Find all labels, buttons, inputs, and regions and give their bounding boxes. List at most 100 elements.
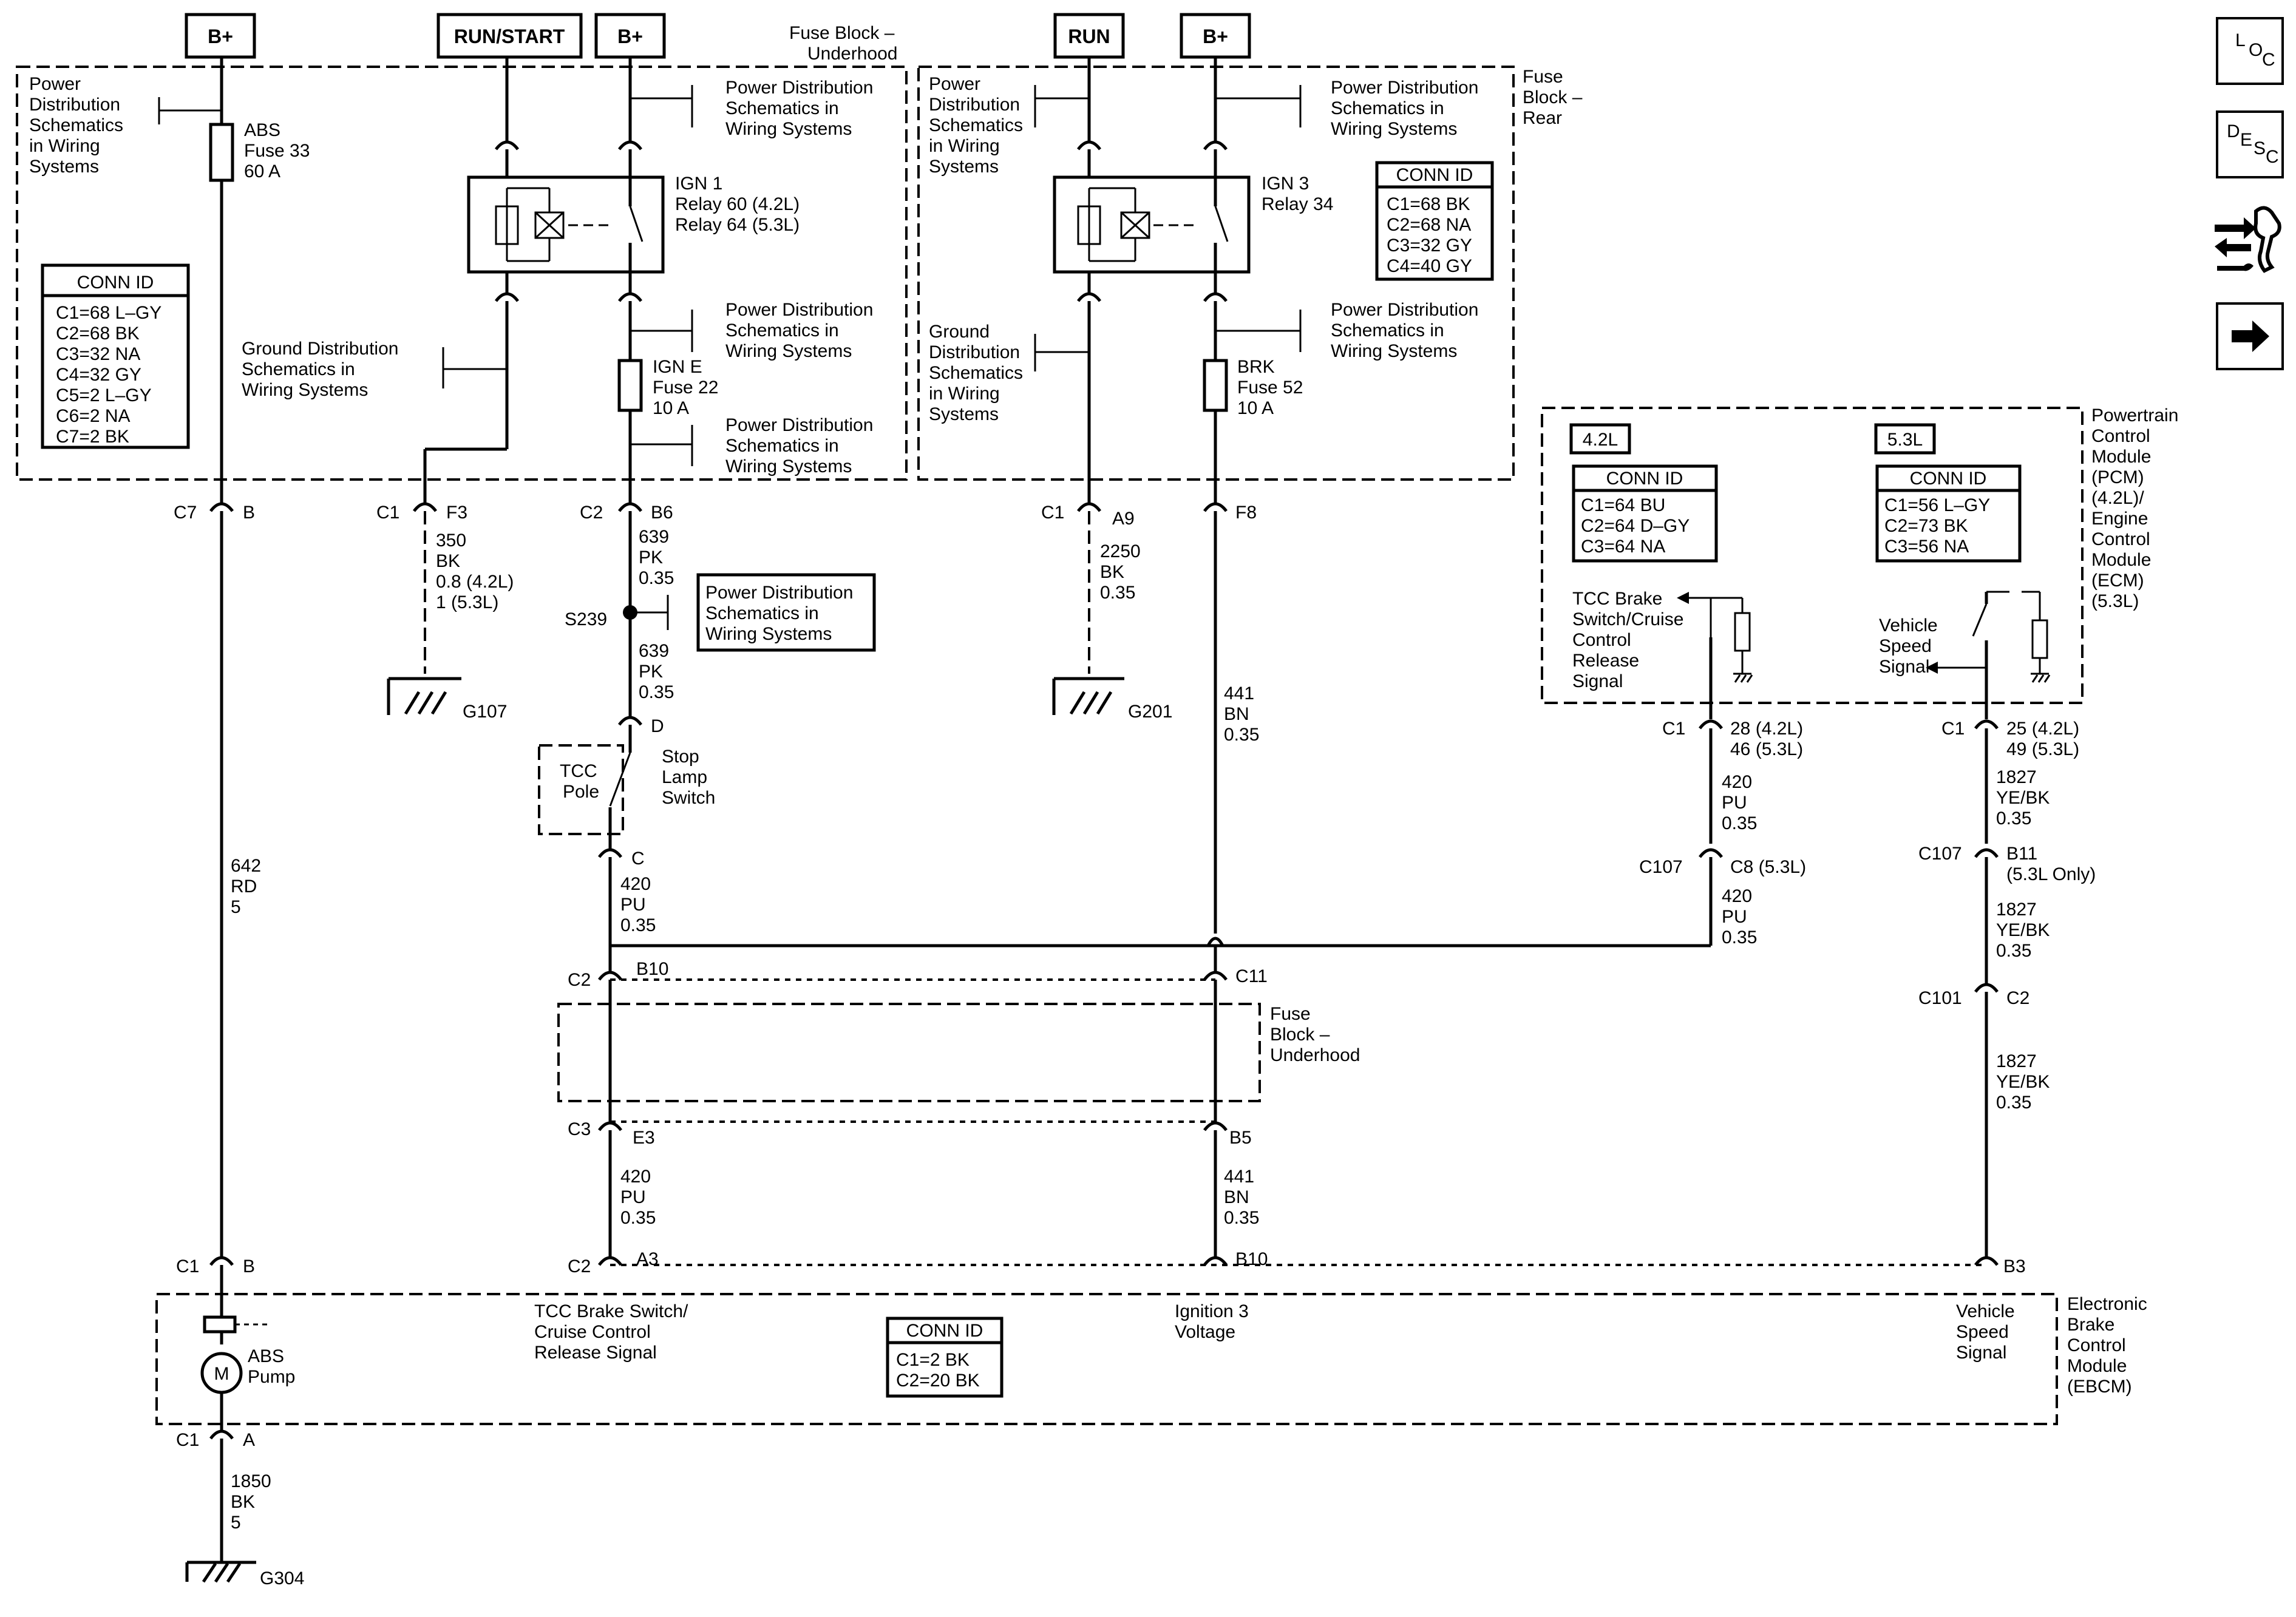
ebcm-vss-signal-label: Vehicle Speed Signal bbox=[1956, 1301, 2020, 1363]
wire-441-a: 441 BN 0.35 bbox=[1224, 683, 1259, 745]
desc-icon: D E S C bbox=[2227, 121, 2279, 167]
connector-b3: B3 bbox=[2003, 1256, 2026, 1276]
connector-c1-rear-pin: A9 bbox=[1112, 509, 1135, 529]
connector-c101-c2: C101 C2 bbox=[1918, 988, 2029, 1008]
description-view-button[interactable]: D E S C bbox=[2216, 110, 2284, 178]
loc-icon: L O C bbox=[2235, 30, 2275, 70]
ebcm-label: Electronic Brake Control Module (EBCM) bbox=[2067, 1294, 2152, 1397]
pcm-label: Powertrain Control Module (PCM) (4.2L)/ … bbox=[2091, 405, 2184, 611]
svg-text:S: S bbox=[2254, 138, 2266, 158]
ebcm-outline bbox=[155, 1293, 2058, 1425]
connector-c2: C2 bbox=[580, 503, 603, 523]
svg-text:46 (5.3L): 46 (5.3L) bbox=[1730, 739, 1803, 759]
connector-c1-rear: C1 bbox=[1041, 503, 1064, 523]
svg-text:Ground Distribution Sche: Ground Distribution Schematics in Wiring… bbox=[242, 339, 404, 400]
pcm-tcc-input: TCC Brake Switch/Cruise Control Release … bbox=[1572, 589, 1753, 719]
svg-text:B+: B+ bbox=[1203, 25, 1228, 47]
connector-wrench-icon bbox=[2215, 206, 2281, 273]
connector-b5: B5 bbox=[1229, 1128, 1252, 1148]
next-page-button[interactable] bbox=[2216, 302, 2284, 370]
conn-id-ebcm: CONN ID C1=2 BK C2=20 BK bbox=[886, 1317, 1004, 1398]
connector-c2-mid-pin: B10 bbox=[636, 959, 668, 979]
svg-text:25 (4.2L): 25 (4.2L) bbox=[2006, 719, 2079, 739]
connector-f8: F8 bbox=[1235, 503, 1257, 523]
svg-text:Power Distribution: Power Distribution Schematics in Wiring … bbox=[929, 74, 1028, 177]
ign3-relay-label: IGN 3 Relay 34 bbox=[1262, 174, 1333, 214]
svg-text:Ground Distribution: Ground Distribution Schematics in Wiring… bbox=[929, 322, 1028, 424]
connector-c7: C7 bbox=[174, 503, 197, 523]
svg-text:TCC Pole: TCC Pole bbox=[560, 761, 602, 802]
tcc-signal-wire bbox=[610, 719, 1723, 947]
svg-text:Power Distribution Schem: Power Distribution Schematics in Wiring … bbox=[1331, 300, 1484, 361]
svg-text:C101: C101 bbox=[1918, 988, 1962, 1008]
connector-c7-pin: B bbox=[243, 503, 255, 523]
connector-c: C bbox=[631, 849, 645, 869]
pcm-vss-output: Vehicle Speed Signal bbox=[1879, 591, 2051, 719]
svg-text:28 (4.2L): 28 (4.2L) bbox=[1730, 719, 1803, 739]
power-dist-ref-7: Power Distribution Schematics in Wiring … bbox=[1215, 300, 1484, 361]
wire-420-b: 420 PU 0.35 bbox=[620, 1167, 656, 1228]
svg-text:CONN ID: CONN ID bbox=[1396, 165, 1473, 185]
connector-repair-button[interactable] bbox=[2209, 199, 2284, 278]
wire-350: 350 BK 0.8 (4.2L) 1 (5.3L) bbox=[436, 531, 519, 612]
power-source-b-plus-3: B+ bbox=[1180, 13, 1251, 59]
abs-circuit: M bbox=[185, 57, 267, 1583]
connector-c1-ebcm-pin: B bbox=[243, 1256, 255, 1276]
svg-text:C8 (5.3L): C8 (5.3L) bbox=[1730, 857, 1806, 877]
power-source-run: RUN bbox=[1053, 13, 1125, 59]
fuse-block-underhood-mid-outline bbox=[557, 1003, 1261, 1102]
ign1-relay-circuit bbox=[387, 57, 665, 1266]
svg-text:Vehicle Speed Sign: Vehicle Speed Signal bbox=[1879, 615, 1943, 677]
splice-s239-label: S239 bbox=[565, 609, 607, 629]
wire-1827-a: 1827 YE/BK 0.35 bbox=[1996, 767, 2055, 829]
power-source-b-plus-2: B+ bbox=[594, 13, 666, 59]
wire-1850: 1850 BK 5 bbox=[231, 1471, 276, 1533]
wire-2250: 2250 BK 0.35 bbox=[1100, 541, 1146, 603]
svg-text:C: C bbox=[2266, 147, 2279, 167]
svg-text:(5.3L Only): (5.3L Only) bbox=[2006, 864, 2096, 884]
connector-d: D bbox=[651, 716, 664, 736]
tcc-pole-box: TCC Pole bbox=[538, 744, 624, 835]
svg-text:Power Distribution: Power Distribution Schematics in Wiring … bbox=[29, 74, 128, 177]
location-view-button[interactable]: L O C bbox=[2216, 17, 2284, 85]
connector-c1-ebcm-ground-pin: A bbox=[243, 1430, 255, 1450]
svg-text:C107: C107 bbox=[1639, 857, 1683, 877]
ground-g201: G201 bbox=[1128, 702, 1172, 722]
svg-text:CONN ID: CONN ID bbox=[1606, 469, 1683, 489]
svg-text:Power Distribution Schem: Power Distribution Schematics in Wiring … bbox=[1331, 78, 1484, 139]
connector-c1-pin: F3 bbox=[446, 503, 467, 523]
ign3-relay-circuit bbox=[1052, 57, 1251, 1266]
connector-pcm-c1-left: C1 28 (4.2L) 46 (5.3L) bbox=[1662, 719, 1803, 759]
connector-c1: C1 bbox=[376, 503, 399, 523]
power-dist-ref-3: Power Distribution Schematics in Wiring … bbox=[630, 300, 873, 361]
power-source-b-plus-1: B+ bbox=[185, 13, 256, 59]
motor-symbol: M bbox=[214, 1364, 229, 1384]
brk-fuse-label: BRK Fuse 52 10 A bbox=[1237, 357, 1308, 418]
ebcm-ign3-voltage-label: Ignition 3 Voltage bbox=[1175, 1301, 1254, 1342]
wire-639-b: 639 PK 0.35 bbox=[639, 641, 674, 702]
connector-c2-bottom: C2 bbox=[568, 1256, 591, 1276]
svg-text:RUN/START: RUN/START bbox=[454, 25, 565, 47]
fuse-block-rear-label: Fuse Block – Rear bbox=[1523, 67, 1588, 128]
power-dist-ref-splice: Power Distribution Schematics in Wiring … bbox=[630, 573, 876, 652]
svg-text:C107: C107 bbox=[1918, 844, 1962, 864]
ign1-relay-label: IGN 1 Relay 60 (4.2L) Relay 64 (5.3L) bbox=[675, 174, 804, 235]
connector-c3-pin: E3 bbox=[633, 1128, 655, 1148]
ign-e-fuse-label: IGN E Fuse 22 10 A bbox=[653, 357, 724, 418]
abs-fuse-label: ABS Fuse 33 60 A bbox=[244, 120, 315, 181]
svg-text:B11: B11 bbox=[2006, 844, 2037, 864]
power-dist-ref-1: Power Distribution Schematics in Wiring … bbox=[29, 74, 222, 177]
fuse-block-underhood-outline bbox=[16, 66, 908, 481]
pcm-53-tag: 5.3L bbox=[1874, 423, 1936, 455]
connector-c2-mid: C2 bbox=[568, 970, 591, 990]
svg-text:O: O bbox=[2249, 40, 2263, 60]
fuse-block-underhood-label: Fuse Block – Underhood bbox=[789, 23, 900, 64]
connector-c3: C3 bbox=[568, 1119, 591, 1139]
connector-c11: C11 bbox=[1235, 966, 1268, 986]
svg-text:C1=2 BK C2=20 BK: C1=2 BK C2=20 BK bbox=[896, 1350, 980, 1391]
connector-c107-c8: C107 C8 (5.3L) bbox=[1639, 857, 1806, 877]
power-dist-ref-2: Power Distribution Schematics in Wiring … bbox=[630, 78, 873, 139]
svg-text:C1=64 BU C2=64 D–GY: C1=64 BU C2=64 D–GY C3=64 NA bbox=[1581, 495, 1694, 557]
arrow-right-icon bbox=[2232, 320, 2269, 352]
svg-text:C1=68 BK C2=68 NA: C1=68 BK C2=68 NA C3=32 GY C4=40 GY bbox=[1387, 194, 1477, 276]
